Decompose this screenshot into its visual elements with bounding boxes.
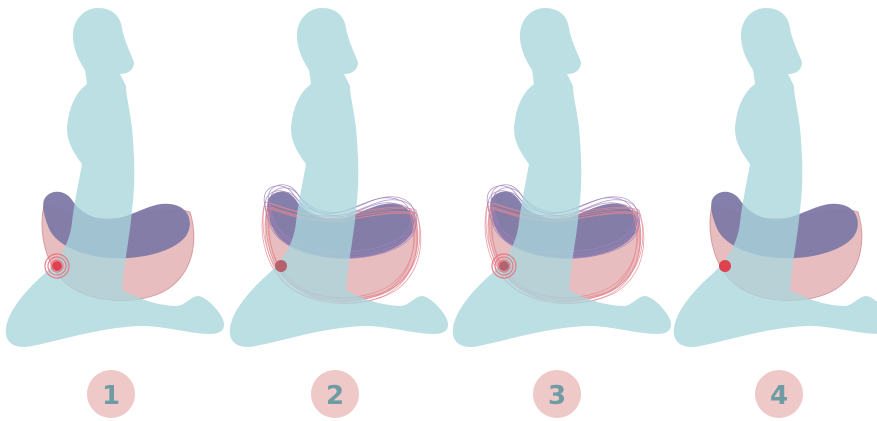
figure-silhouette xyxy=(674,8,877,347)
vibration-dot xyxy=(275,260,287,272)
vibration-dot xyxy=(719,260,731,272)
step-number-2: 2 xyxy=(326,381,344,411)
step-badge-2: 2 xyxy=(311,370,359,418)
figure-silhouette xyxy=(453,8,671,347)
vibration-dot xyxy=(499,261,509,271)
step-panel-4 xyxy=(674,8,877,347)
figure-silhouette xyxy=(230,8,448,347)
step-number-4: 4 xyxy=(770,381,788,411)
step-badge-3: 3 xyxy=(533,370,581,418)
step-panel-2 xyxy=(230,8,448,347)
step-badge-4: 4 xyxy=(755,370,803,418)
vibration-dot xyxy=(52,261,62,271)
step-badge-1: 1 xyxy=(87,370,135,418)
step-number-1: 1 xyxy=(102,381,120,411)
step-panel-3 xyxy=(453,8,671,347)
step-number-3: 3 xyxy=(548,381,566,411)
step-panel-1 xyxy=(6,8,224,347)
figure-silhouette xyxy=(6,8,224,347)
